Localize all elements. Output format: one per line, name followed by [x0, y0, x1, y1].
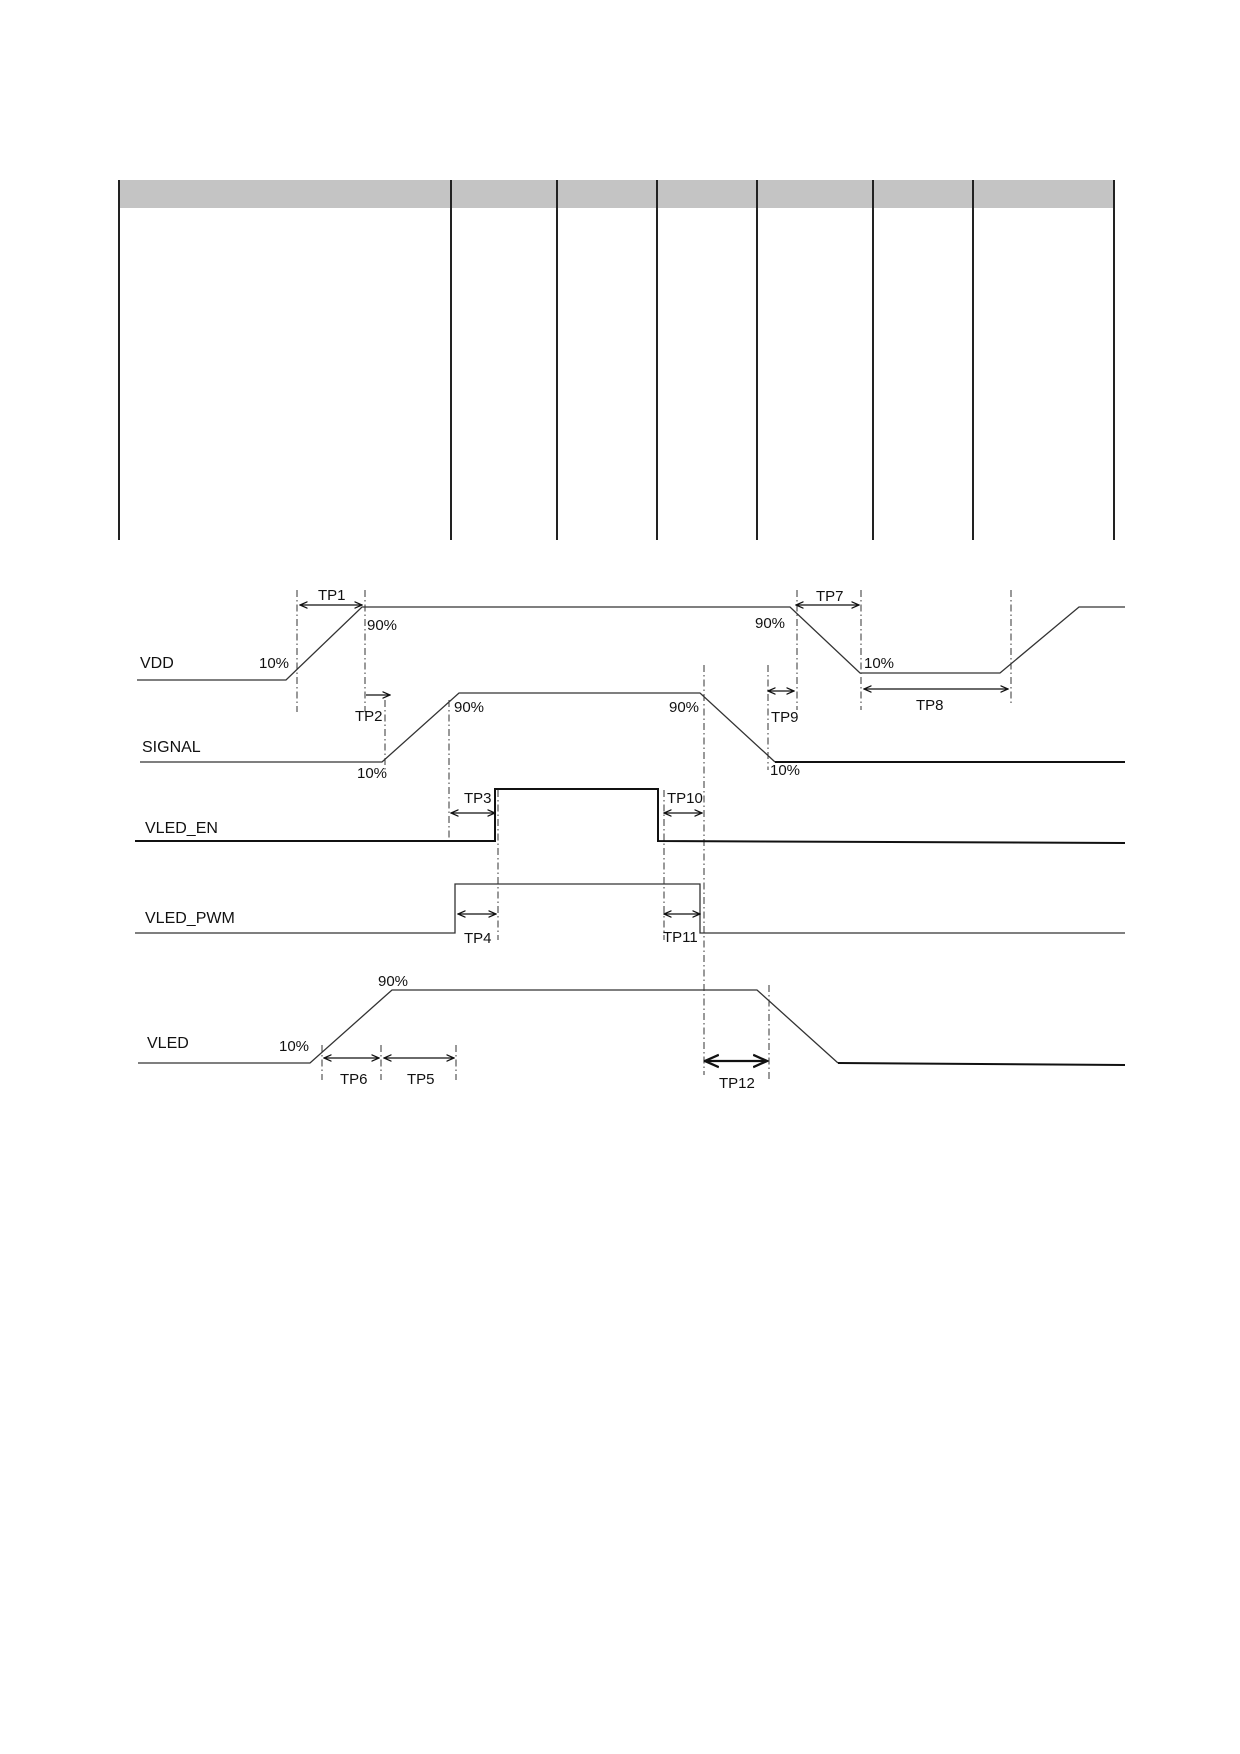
vdd-low-label: 10% [259, 655, 289, 672]
tp3-label: TP3 [464, 790, 492, 807]
vled-low-label: 10% [279, 1038, 309, 1055]
vdd-fall-high-label: 90% [755, 615, 785, 632]
signal-label-vled-pwm: VLED_PWM [145, 910, 235, 927]
tp7-label: TP7 [816, 588, 844, 605]
timing-arrows [300, 605, 1008, 1061]
signal-label-vled-en: VLED_EN [145, 820, 218, 837]
vled-en-waveform [135, 788, 1126, 844]
signal-label-vled: VLED [147, 1035, 189, 1052]
table-column-rule [872, 180, 874, 540]
table-column-rule [656, 180, 658, 540]
vdd-fall-low-label: 10% [864, 655, 894, 672]
percentage-labels: 10% 90% 90% 10% 10% 90% 90% 10% 10% 90% [259, 615, 894, 1055]
guide-lines [296, 590, 1012, 1080]
waveforms [135, 606, 1126, 1066]
table-column-rule [450, 180, 452, 540]
tp8-label: TP8 [916, 697, 944, 714]
vled-waveform [138, 989, 839, 1064]
tp2-label: TP2 [355, 708, 383, 725]
vled-waveform-tail [837, 1062, 1126, 1066]
spec-table [118, 180, 1115, 540]
tp6-label: TP6 [340, 1071, 368, 1088]
signal-label-signal: SIGNAL [142, 739, 201, 756]
table-column-rule [1113, 180, 1115, 540]
signal-label-vdd: VDD [140, 655, 174, 672]
tp10-label: TP10 [667, 790, 703, 807]
table-header-row [118, 180, 1115, 208]
table-column-rule [972, 180, 974, 540]
tp4-label: TP4 [464, 930, 492, 947]
signal-labels: VDD SIGNAL VLED_EN VLED_PWM VLED [140, 655, 235, 1052]
table-column-rule [556, 180, 558, 540]
table-column-rule [756, 180, 758, 540]
signal-fall-high-label: 90% [669, 699, 699, 716]
tp12-label: TP12 [719, 1075, 755, 1092]
tp9-label: TP9 [771, 709, 799, 726]
signal-waveform [140, 692, 776, 763]
tp11-label: TP11 [663, 929, 698, 946]
table-column-rule [118, 180, 120, 540]
timing-labels: TP1 TP2 TP3 TP4 TP5 TP6 TP7 TP8 TP9 TP10… [318, 587, 944, 1092]
signal-low-label: 10% [357, 765, 387, 782]
vdd-high-label: 90% [367, 617, 397, 634]
signal-fall-low-label: 10% [770, 762, 800, 779]
tp5-label: TP5 [407, 1071, 435, 1088]
signal-high-label: 90% [454, 699, 484, 716]
vled-pwm-waveform [135, 883, 1125, 934]
vled-high-label: 90% [378, 973, 408, 990]
tp1-label: TP1 [318, 587, 346, 604]
vdd-waveform [137, 606, 1125, 681]
